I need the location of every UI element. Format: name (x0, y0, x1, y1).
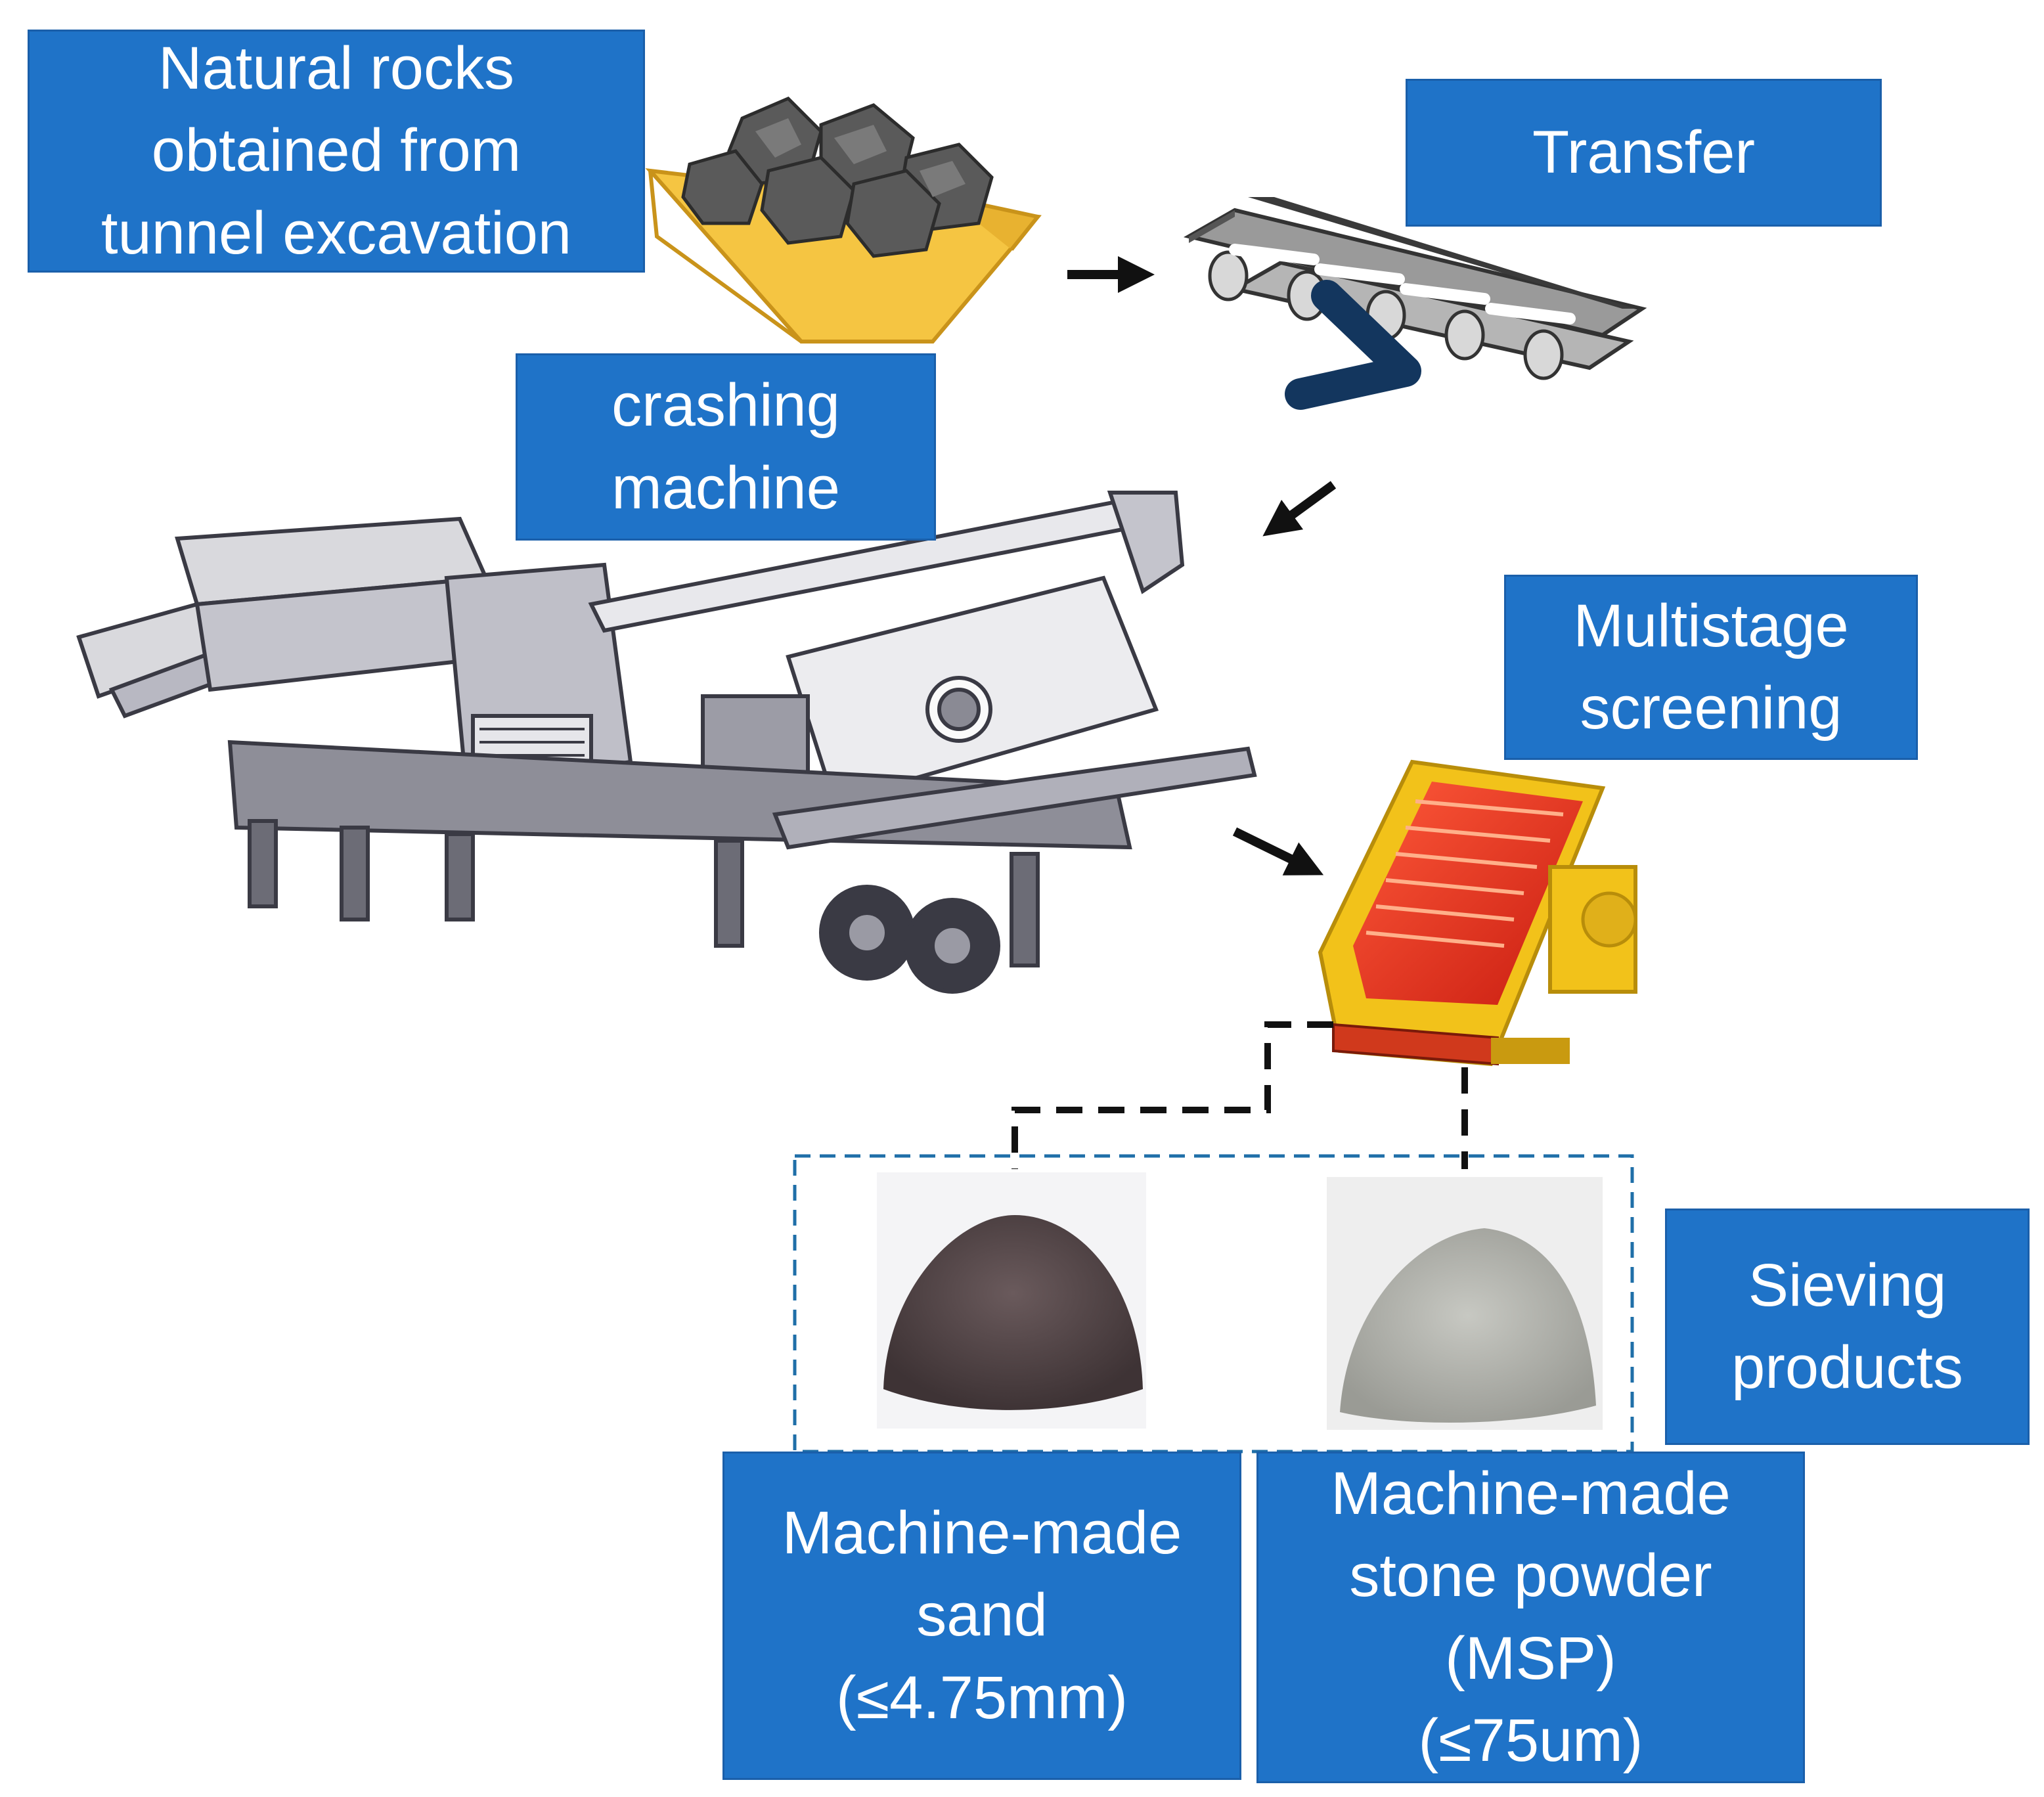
machine-made-powder-label: Machine-made stone powder (MSP) (≤75um) (1256, 1452, 1805, 1783)
mobile-crusher-icon (76, 491, 1257, 994)
flow-arrow-3 (1232, 827, 1324, 876)
transfer-label: Transfer (1406, 79, 1882, 227)
crashing-machine-label: crashing machine (516, 353, 936, 541)
sieving-products-label: Sieving products (1665, 1209, 2030, 1445)
sand-outlet-line (1011, 1021, 1333, 1169)
natural-rocks-label: Natural rocks obtained from tunnel excav… (28, 30, 645, 273)
rock-bucket-icon (645, 97, 1042, 344)
multistage-screening-label: Multistage screening (1504, 575, 1918, 760)
vibrating-screen-icon (1318, 759, 1637, 1067)
machine-made-sand-label: Machine-made sand (≤4.75mm) (722, 1452, 1241, 1780)
stone-powder-photo (1327, 1177, 1603, 1430)
sand-pile-photo (877, 1172, 1146, 1429)
conveyor-belt-icon (1183, 197, 1647, 410)
flow-arrow-2 (1262, 481, 1337, 537)
